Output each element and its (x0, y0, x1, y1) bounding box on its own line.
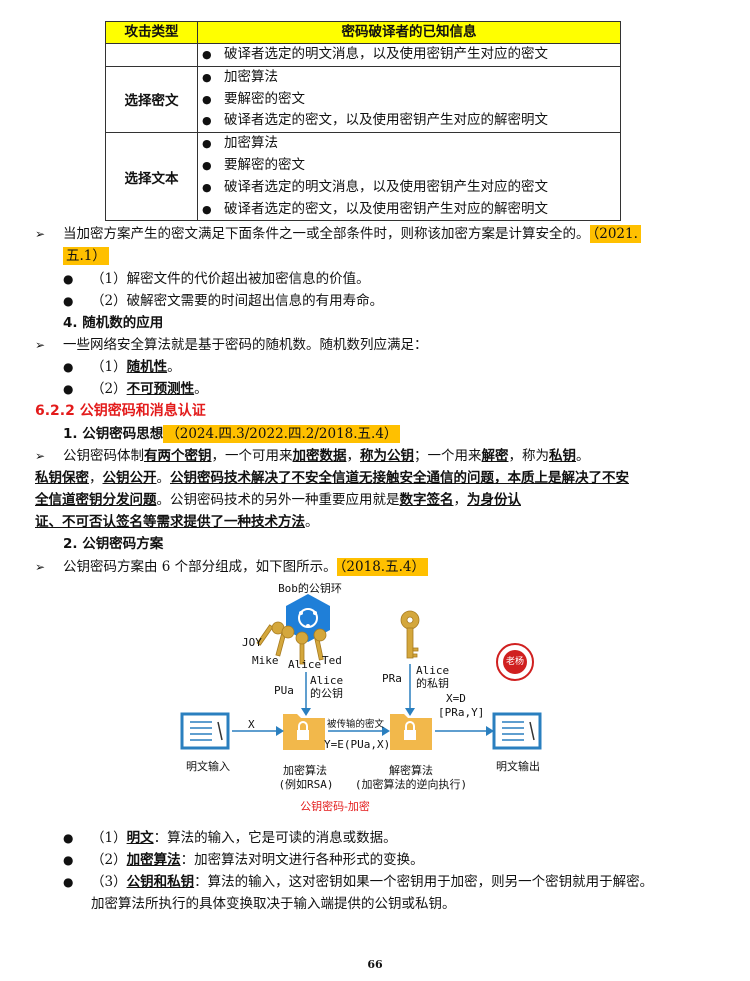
paragraph-secure-cont: 五.1） (63, 245, 109, 267)
label-dec-desc: (加密算法的逆向执行) (354, 778, 468, 791)
label-enc-alg: 加密算法 (283, 764, 327, 777)
list-item: ●（2）加密算法：加密算法对明文进行各种形式的变换。 (63, 849, 424, 871)
bullet-icon: ● (202, 48, 212, 61)
table-cell-type: 选择文本 (105, 132, 198, 222)
heading-random: 4. 随机数的应用 (63, 315, 164, 331)
table-row: 选择文本 ● 加密算法 ● 要解密的密文 ● 破译者选定的明文消息，以及使用密钥产生对… (105, 132, 621, 222)
bullet-icon: ● (63, 382, 74, 396)
table-cell-type (105, 43, 198, 67)
table-cell-info: ● 加密算法 ● 要解密的密文 ● 破译者选定的密文，以及使用密钥产生对应的解密明文 (197, 65, 621, 134)
section-heading: 6.2.2 公钥密码和消息认证 (35, 403, 206, 419)
private-key-icon (400, 610, 420, 659)
arrow-bullet-icon: ➢ (35, 227, 46, 241)
keys-icon (256, 621, 327, 665)
bullet-icon: ● (202, 70, 212, 84)
bullet-icon: ● (63, 875, 74, 889)
list-item: ●（1）随机性。 (63, 356, 181, 378)
paragraph-pk-cont: 证、不可否认签名等需求提供了一种技术方法。 (35, 514, 319, 530)
exam-tag: （2018.五.4） (336, 558, 428, 576)
label-joy: JOY (242, 636, 262, 649)
list-item: 要解密的密文 (224, 90, 305, 107)
document-icon (180, 712, 230, 750)
label-alice: Alice (288, 658, 322, 671)
bullet-icon: ● (202, 180, 212, 194)
list-item: 破译者选定的明文消息，以及使用密钥产生对应的密文 (224, 178, 548, 195)
stamp-text: 老杨 (505, 657, 524, 667)
bullet-icon: ● (202, 137, 212, 151)
label-plain-out: 明文输出 (496, 760, 540, 773)
arrow-bullet-icon: ➢ (35, 449, 46, 463)
table-header-type: 攻击类型 (105, 21, 198, 44)
paragraph-secure: ➢当加密方案产生的密文满足下面条件之一或全部条件时，则称该加密方案是计算安全的。… (35, 223, 641, 245)
list-item: 破译者选定的明文消息，以及使用密钥产生对应的密文 (224, 46, 548, 62)
list-item: ●（1）解密文件的代价超出被加密信息的价值。 (63, 268, 370, 290)
paragraph-pk: ➢公钥密码体制有两个密钥，一个可用来加密数据，称为公钥；一个用来解密，称为私钥。 (35, 445, 590, 467)
pk-encryption-diagram: Bob的公钥环 JOY Mike Alice Ted PUa Alice 的公钥… (170, 580, 570, 830)
bullet-icon: ● (202, 158, 212, 172)
exam-tag: （2024.四.3/2022.四.2/2018.五.4） (163, 425, 401, 443)
label-y-eq: Y=E(PUa,X) (324, 738, 391, 751)
exam-tag: 五.1） (63, 247, 109, 265)
encrypt-folder-icon (283, 714, 325, 750)
list-item: ●（3）公钥和私钥：算法的输入，这对密钥如果一个密钥用于加密，则另一个密钥就用于… (63, 871, 653, 893)
heading-pk-idea: 1. 公钥密码思想（2024.四.3/2022.四.2/2018.五.4） (63, 423, 401, 445)
page-number: 66 (367, 958, 383, 971)
label-bob-ring: Bob的公钥环 (278, 582, 342, 595)
label-ted: Ted (322, 654, 342, 667)
table-cell-info: ●加密算法 ●要解密的密文 ●破译者选定的明文消息，以及使用密钥产生对应的密文 … (197, 132, 621, 222)
list-item: 加密算法 (224, 135, 278, 152)
arrow-bullet-icon: ➢ (35, 560, 46, 574)
bullet-icon: ● (63, 853, 74, 867)
paragraph-scheme: ➢公钥密码方案由 6 个部分组成，如下图所示。（2018.五.4） (35, 556, 428, 578)
list-item: 加密算法 (224, 68, 278, 85)
list-item: ●（2）不可预测性。 (63, 378, 208, 400)
table-cell-info: ● 破译者选定的明文消息，以及使用密钥产生对应的密文 (197, 43, 621, 67)
document-icon (492, 712, 542, 750)
table-row: ● 破译者选定的明文消息，以及使用密钥产生对应的密文 (105, 43, 621, 67)
label-enc-eg: (例如RSA) (278, 778, 334, 791)
attack-type-table: 攻击类型 密码破译者的已知信息 ● 破译者选定的明文消息，以及使用密钥产生对应的密… (105, 21, 621, 222)
list-item: 破译者选定的密文，以及使用密钥产生对应的解密明文 (224, 200, 548, 217)
bullet-icon: ● (63, 272, 74, 286)
list-item: 破译者选定的密文，以及使用密钥产生对应的解密明文 (224, 112, 548, 129)
list-item: ●（2）破解密文需要的时间超出信息的有用寿命。 (63, 290, 383, 312)
exam-tag: （2021. (589, 225, 641, 243)
label-pua: PUa (274, 684, 294, 697)
bullet-icon: ● (63, 294, 74, 308)
paragraph-random: ➢一些网络安全算法就是基于密码的随机数。随机数列应满足： (35, 334, 428, 356)
label-pra: PRa (382, 672, 402, 685)
arrow-bullet-icon: ➢ (35, 338, 46, 352)
label-mike: Mike (252, 654, 279, 667)
bullet-icon: ● (202, 92, 212, 106)
list-item: 要解密的密文 (224, 156, 305, 173)
table-row: 选择密文 ● 加密算法 ● 要解密的密文 ● 破译者选定的密文，以及使用密钥产生对应的… (105, 65, 621, 134)
list-item: ●（1）明文：算法的输入，它是可读的消息或数据。 (63, 827, 397, 849)
bullet-icon: ● (63, 360, 74, 374)
list-item-cont: 加密算法所执行的具体变换取决于输入端提供的公钥或私钥。 (91, 896, 456, 912)
decrypt-folder-icon (390, 714, 432, 750)
label-alice-public-key: Alice 的公钥 (310, 674, 344, 700)
paragraph-pk-cont: 全信道密钥分发问题。公钥密码技术的另外一种重要应用就是数字签名，为身份认 (35, 492, 521, 508)
label-x: X (248, 718, 255, 731)
figure-caption: 公钥密码-加密 (300, 800, 370, 813)
bullet-icon: ● (202, 114, 212, 128)
label-plain-in: 明文输入 (186, 760, 230, 773)
stamp-icon (496, 643, 534, 681)
bullet-icon: ● (202, 202, 212, 216)
label-x-eq: X=D (446, 692, 466, 705)
bullet-icon: ● (63, 831, 74, 845)
label-x-eq2: [PRa,Y] (438, 706, 485, 719)
table-header-info: 密码破译者的已知信息 (197, 21, 621, 44)
label-cipher: 被传输的密文 (327, 719, 385, 730)
heading-pk-scheme: 2. 公钥密码方案 (63, 536, 164, 552)
paragraph-pk-cont: 私钥保密，公钥公开。公钥密码技术解决了不安全信道无接触安全通信的问题，本质上是解… (35, 470, 629, 486)
label-dec-alg: 解密算法 (389, 764, 433, 777)
label-alice-private-key: Alice 的私钥 (416, 664, 450, 690)
table-cell-type: 选择密文 (105, 65, 198, 134)
